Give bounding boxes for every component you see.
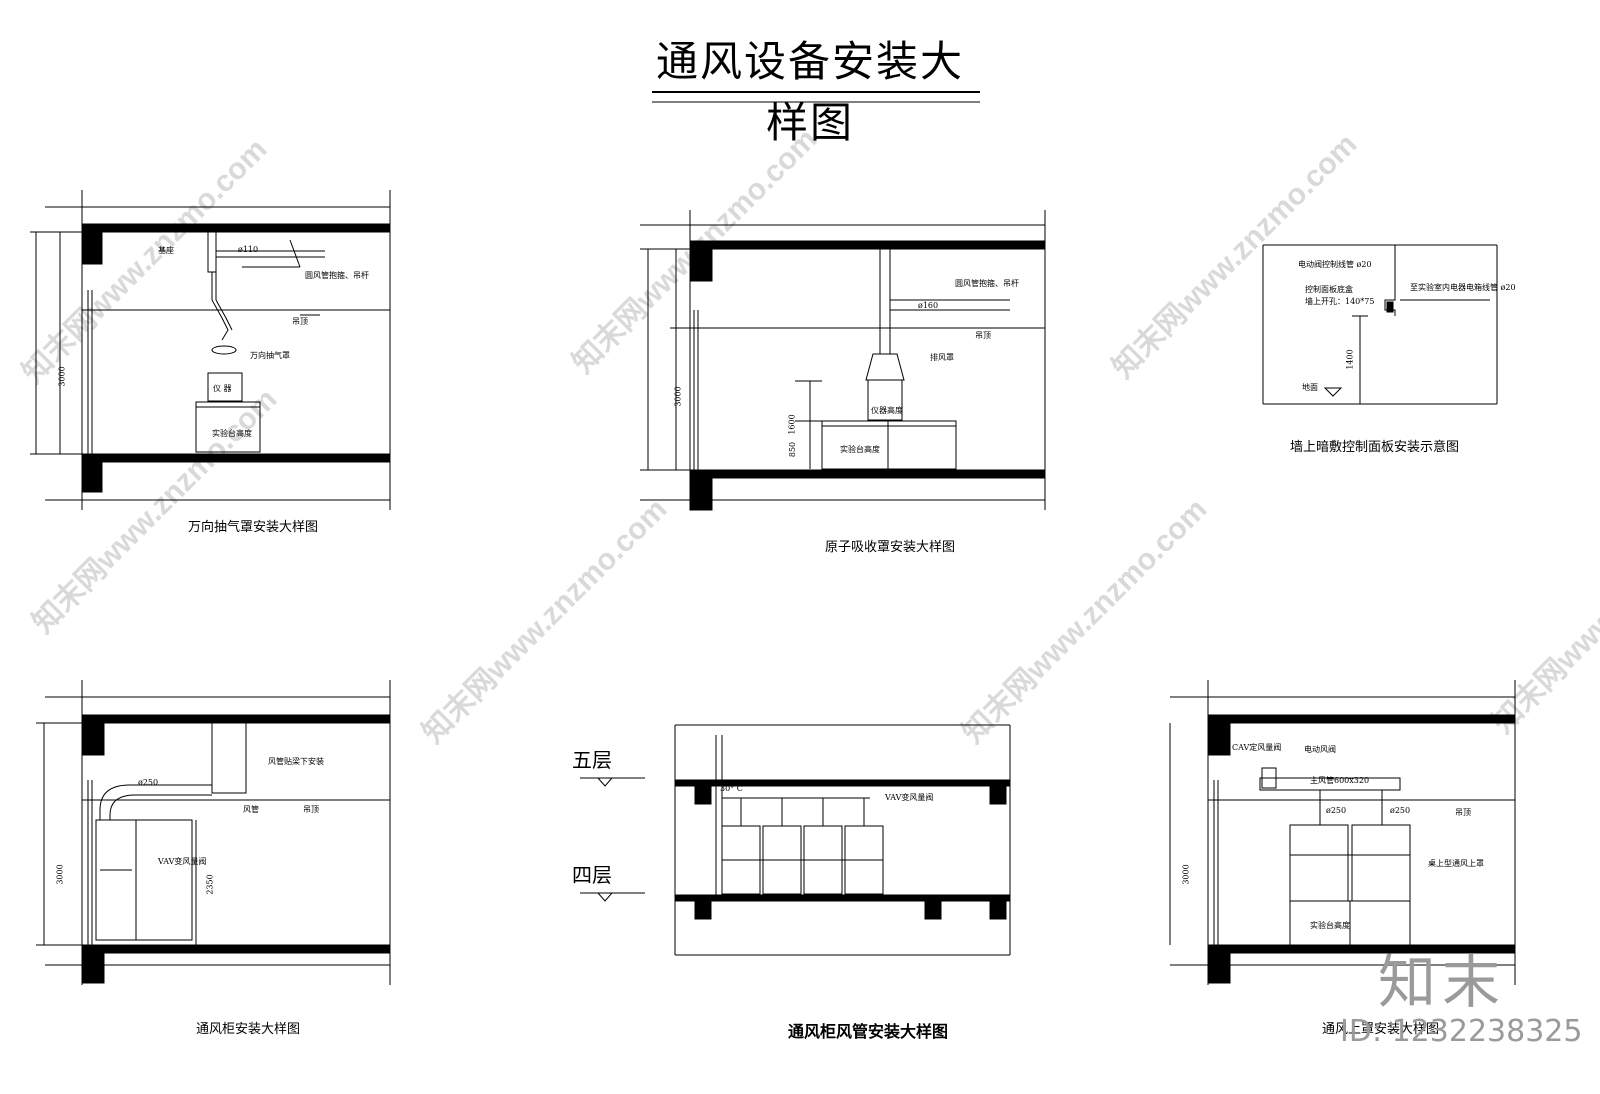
panel-bench-hood bbox=[1169, 680, 1516, 985]
label-cav: CAV定风量阀 bbox=[1232, 743, 1282, 752]
label-duct-a: ø250 bbox=[1326, 806, 1347, 815]
label-ceiling: 吊顶 bbox=[303, 805, 319, 814]
label-hood: 万向抽气罩 bbox=[250, 351, 290, 360]
label-box: 控制面板底盒 bbox=[1305, 285, 1353, 294]
label-main-duct: 主风管600x320 bbox=[1310, 776, 1370, 785]
id-label: ID: 1232238325 bbox=[1340, 1014, 1583, 1049]
label-hood: 桌上型通风上罩 bbox=[1428, 859, 1484, 868]
caption-fume-hood: 通风柜安装大样图 bbox=[196, 1022, 301, 1037]
label-dim-850: 850 bbox=[788, 441, 798, 458]
column-top bbox=[81, 223, 103, 265]
label-bench: 实验台高度 bbox=[1310, 921, 1350, 930]
label-level-4: 四层 bbox=[572, 863, 612, 887]
caption-control-panel: 墙上暗敷控制面板安装示意图 bbox=[1290, 440, 1460, 455]
panel-atomic-hood bbox=[640, 210, 1046, 511]
label-motor-valve: 电动风阀 bbox=[1304, 745, 1336, 754]
label-level-5: 五层 bbox=[572, 748, 612, 772]
label-ceiling: 吊顶 bbox=[1455, 808, 1471, 817]
floor-slab bbox=[81, 453, 391, 463]
label-angle: 30° C bbox=[720, 784, 743, 793]
panel-universal-hood bbox=[30, 190, 391, 510]
label-height: 3000 bbox=[55, 864, 65, 885]
label-vav: VAV变风量阀 bbox=[885, 793, 934, 802]
caption-bench-hood: 通风上罩安装大样图 bbox=[1322, 1022, 1440, 1037]
label-floor: 地面 bbox=[1302, 383, 1318, 392]
label-duct-support: 圆风管抱箍、吊杆 bbox=[955, 279, 1019, 288]
panel-duct-install bbox=[580, 724, 1011, 956]
panel-control bbox=[1262, 244, 1498, 405]
sheet-title: 通风设备安装大样图 bbox=[655, 37, 964, 147]
brand-logo: 知末 bbox=[1378, 948, 1507, 1016]
label-base: 基座 bbox=[158, 246, 174, 255]
label-duct-mount: 风管贴梁下安装 bbox=[268, 757, 324, 766]
label-hood: 排风罩 bbox=[930, 353, 954, 362]
label-duct-support: 圆风管抱箍、吊杆 bbox=[305, 271, 369, 280]
label-duct-size: ø160 bbox=[918, 301, 939, 310]
label-ceiling: 吊顶 bbox=[292, 317, 308, 326]
label-height: 3000 bbox=[673, 386, 683, 407]
label-conduit: 电动阀控制线管 ø20 bbox=[1298, 260, 1372, 269]
label-bench: 实验台高度 bbox=[212, 429, 252, 438]
label-duct-b: ø250 bbox=[1390, 806, 1411, 815]
column-bottom bbox=[81, 453, 103, 493]
label-to-box: 至实验室内电器电箱线管 ø20 bbox=[1410, 283, 1516, 292]
label-height: 3000 bbox=[57, 366, 67, 387]
label-ceiling: 吊顶 bbox=[975, 331, 991, 340]
panel-fume-hood bbox=[36, 680, 391, 985]
label-instrument: 仪 器 bbox=[213, 384, 232, 393]
label-duct-size: ø250 bbox=[138, 778, 159, 787]
label-bench: 实验台高度 bbox=[840, 445, 880, 454]
label-dim-2350: 2350 bbox=[205, 874, 215, 895]
label-vav: VAV变风量阀 bbox=[158, 857, 207, 866]
label-opening: 墙上开孔：140*75 bbox=[1305, 297, 1375, 306]
label-dim-1600: 1600 bbox=[787, 414, 797, 435]
label-height: 3000 bbox=[1181, 864, 1191, 885]
caption-atomic-hood: 原子吸收罩安装大样图 bbox=[825, 540, 956, 555]
ceiling-slab bbox=[81, 223, 391, 233]
label-duct-size: ø110 bbox=[238, 245, 259, 254]
label-dim-1400: 1400 bbox=[1345, 349, 1355, 370]
caption-universal-hood: 万向抽气罩安装大样图 bbox=[188, 520, 319, 535]
label-duct: 风管 bbox=[243, 805, 259, 814]
caption-duct-install: 通风柜风管安装大样图 bbox=[788, 1022, 949, 1041]
label-instrument: 仪器高度 bbox=[871, 406, 903, 415]
